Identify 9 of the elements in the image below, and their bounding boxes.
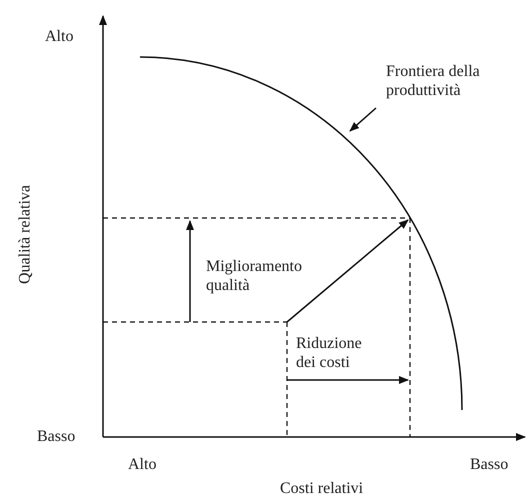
axis-title: Qualità relativa bbox=[16, 184, 34, 286]
axis-tick-label: Basso bbox=[37, 427, 76, 446]
axis-tick-label: Alto bbox=[128, 455, 156, 474]
frontier-label: Frontiera della produttività bbox=[386, 62, 501, 100]
axis-title: Costi relativi bbox=[280, 479, 364, 498]
leader-arrow bbox=[349, 107, 376, 132]
annotation-text: Miglioramento qualità bbox=[206, 257, 303, 295]
axis-tick-label: Basso bbox=[470, 455, 508, 474]
axis-tick-label: Alto bbox=[45, 27, 74, 46]
